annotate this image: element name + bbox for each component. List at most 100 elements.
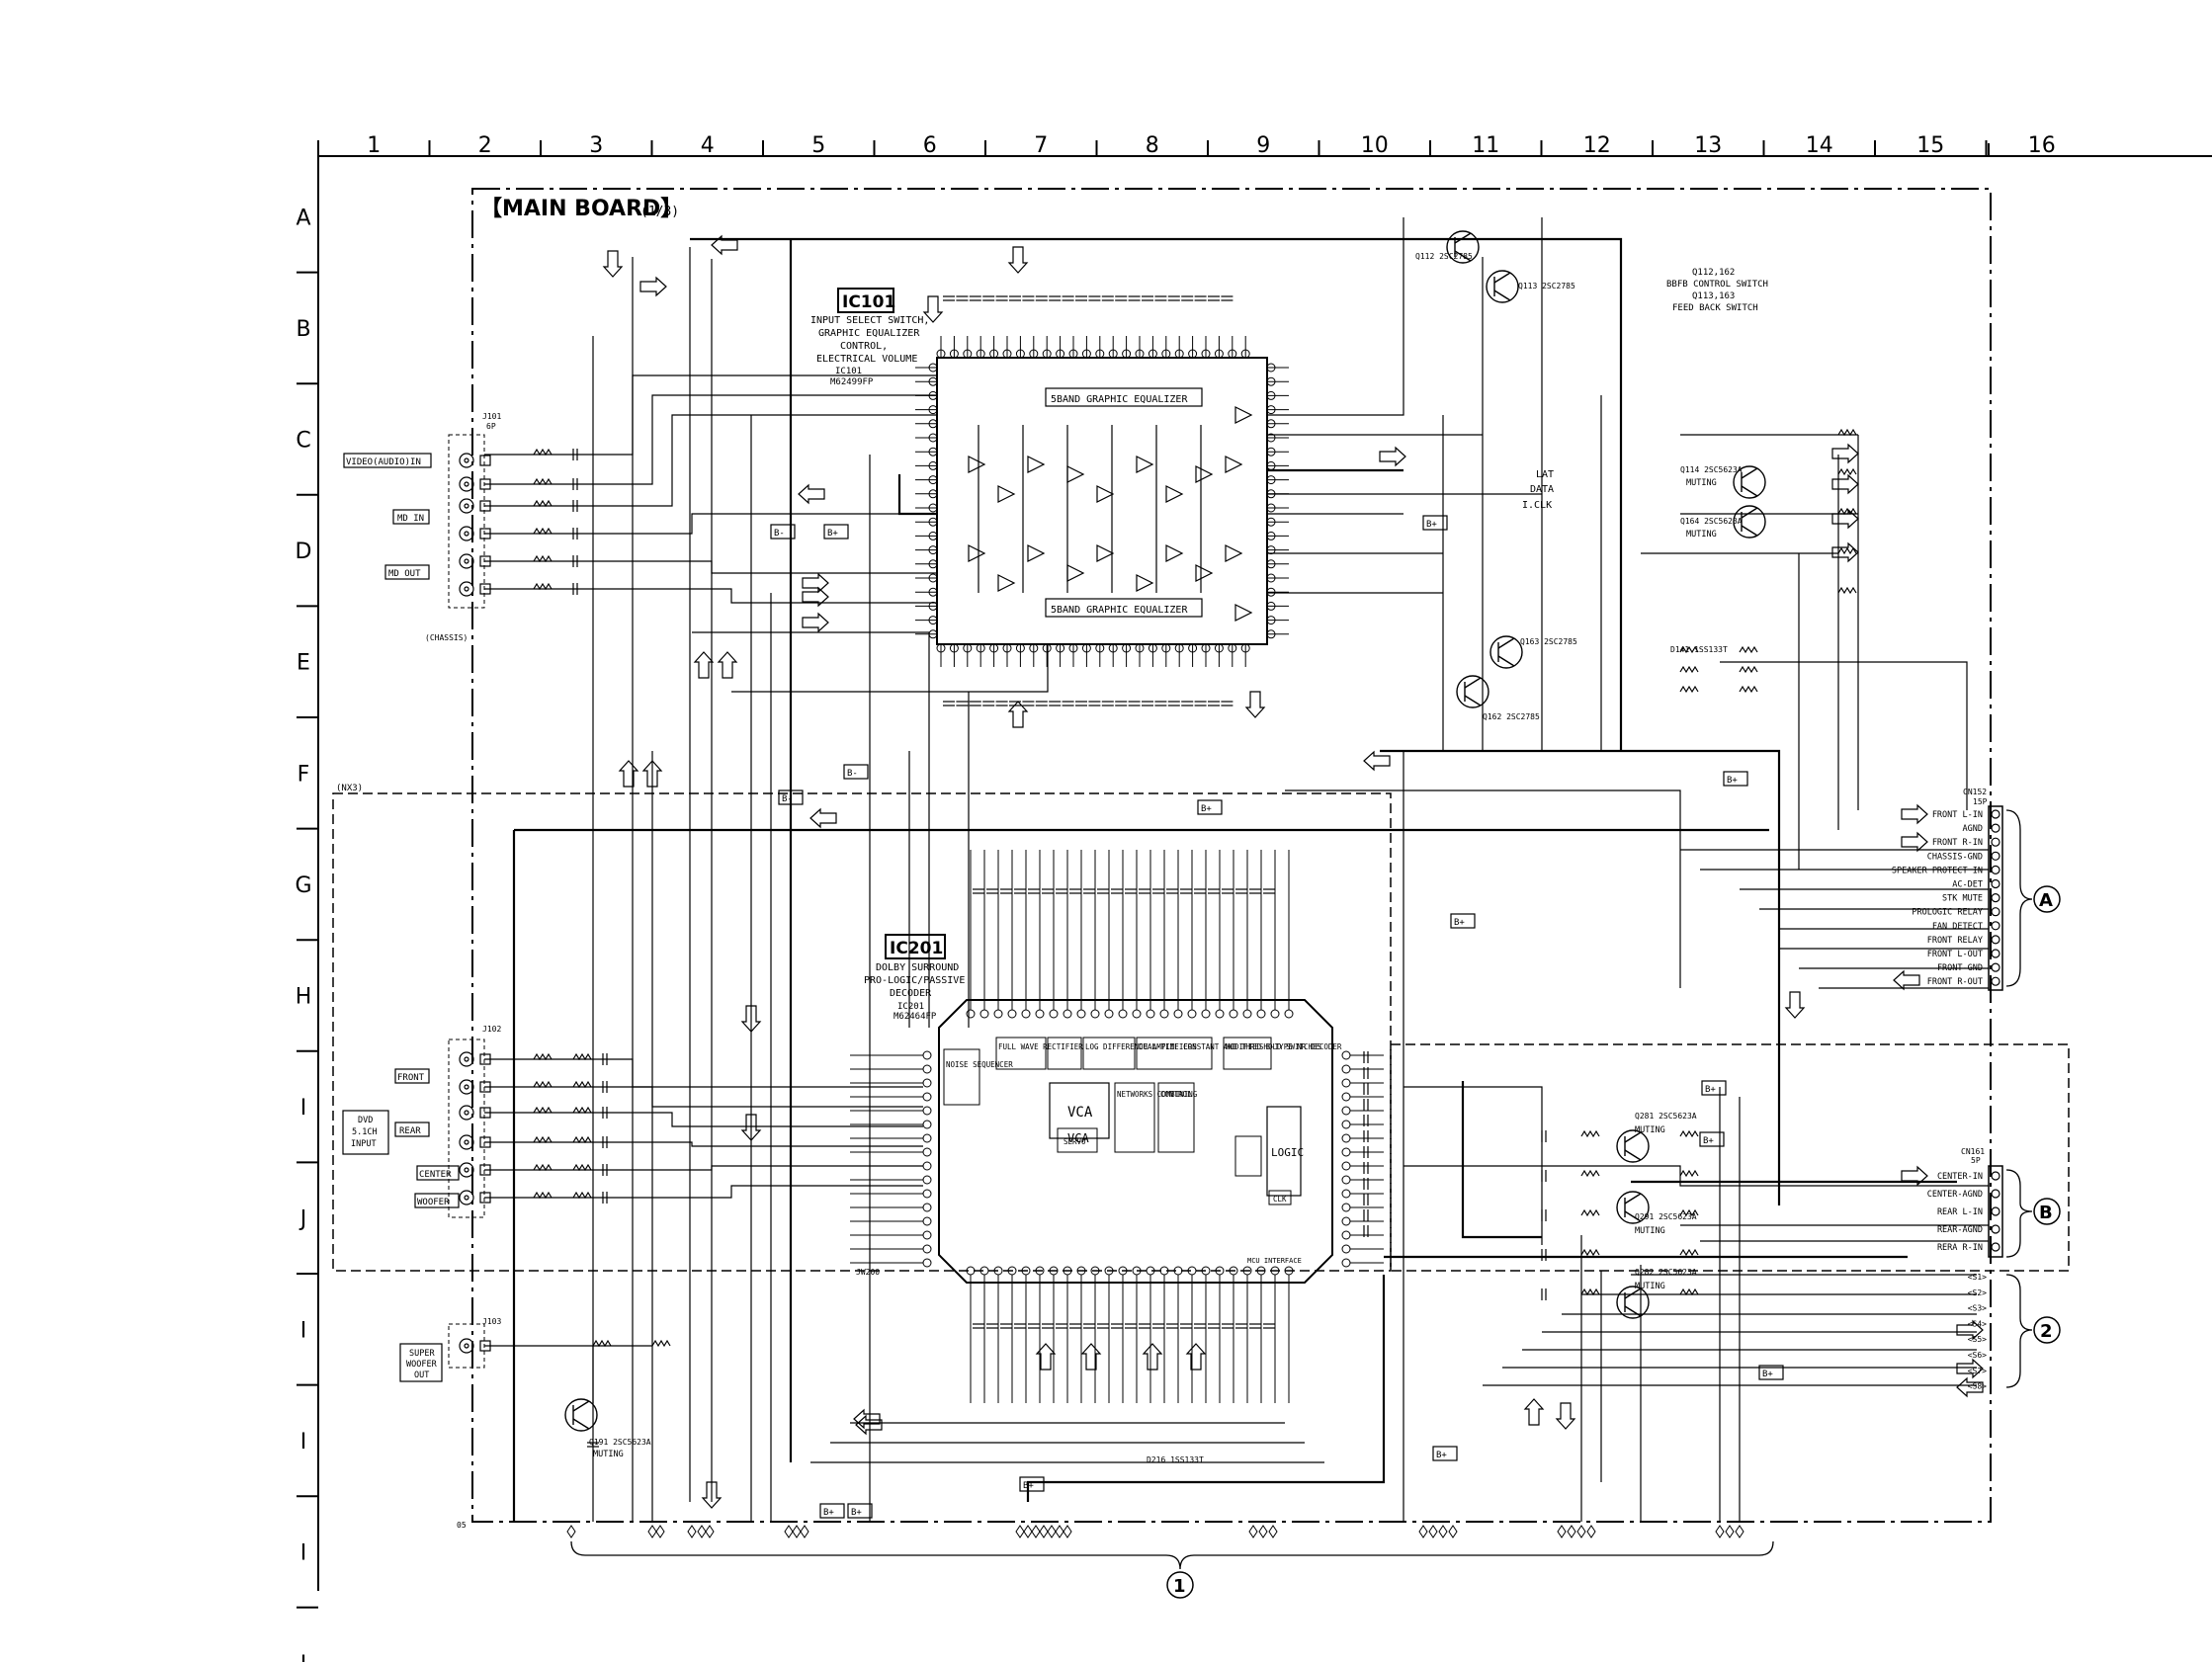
- cn161-body: [1988, 1165, 2003, 1258]
- ic201-pin-pad: [922, 1244, 932, 1254]
- svg-text:MODIFIED B-TYPE NR DECODER: MODIFIED B-TYPE NR DECODER: [1226, 1042, 1342, 1051]
- transistor: [1733, 465, 1766, 499]
- ic101-pin-pad: [1122, 349, 1132, 359]
- ic101-pin-pad: [928, 405, 938, 415]
- transistor: [1616, 1191, 1650, 1224]
- ic201-pin-pad: [1159, 1009, 1169, 1019]
- cn152-pin: [1991, 962, 2000, 972]
- ic101-pin-pad: [989, 643, 999, 653]
- bottom-terminal: [655, 1525, 665, 1538]
- ic101-opamp: [997, 485, 1016, 503]
- ic201-pin-pad: [1284, 1009, 1294, 1019]
- transistor-collector: [1493, 272, 1511, 284]
- col-label: 15: [1916, 133, 1944, 158]
- svg-text:DATA: DATA: [1530, 484, 1554, 495]
- ic101-pin-pad: [1266, 419, 1276, 429]
- ic101-pin-pad: [928, 616, 938, 625]
- ic101-opamp: [1225, 544, 1243, 562]
- bottom-terminal: [1418, 1525, 1428, 1538]
- cn152-pin: [1991, 837, 2000, 847]
- j101-dashed: [448, 434, 485, 609]
- row-label: H: [296, 985, 312, 1010]
- wire: [484, 1185, 923, 1199]
- bottom-terminal: [1258, 1525, 1268, 1538]
- rca-jack: [459, 453, 474, 468]
- svg-text:Q112 2SC2785: Q112 2SC2785: [1415, 252, 1473, 261]
- col-label: 12: [1583, 133, 1611, 158]
- ic101-pin-pad: [928, 587, 938, 597]
- signal-arrow: [853, 1408, 881, 1430]
- row-label: J: [298, 1207, 307, 1232]
- rca-jack-center: [464, 503, 469, 509]
- cn152-body: [1988, 805, 2003, 991]
- ic201-pin-pad: [1132, 1009, 1142, 1019]
- signal-arrow: [1007, 246, 1029, 274]
- transistor-collector: [1624, 1193, 1642, 1205]
- signal-arrow: [1831, 508, 1859, 530]
- ic201-pin-pad: [1104, 1009, 1114, 1019]
- cn161-pin-label: REAR L-IN: [1937, 1207, 1983, 1217]
- rca-jack-center: [464, 1139, 469, 1145]
- b-tag-label: B-: [782, 794, 793, 804]
- transistor-collector: [1741, 507, 1758, 519]
- ic201-pin-pad: [922, 1050, 932, 1060]
- ic101-pin-pad: [1135, 643, 1145, 653]
- bottom-terminal: [697, 1525, 707, 1538]
- cn152-pin: [1991, 878, 2000, 889]
- rca-jack: [459, 1079, 474, 1095]
- wire: [553, 588, 937, 604]
- b-tag: [1197, 799, 1223, 815]
- svg-text:DECODER: DECODER: [890, 988, 932, 999]
- cn152-pin: [1991, 907, 2000, 917]
- signal-arrow: [740, 1005, 762, 1033]
- ic101-pin-pad: [1161, 643, 1171, 653]
- ic201-pin-pad: [966, 1009, 976, 1019]
- ic201-pin-pad: [1341, 1064, 1351, 1074]
- ic201-pin-pad: [1063, 1009, 1072, 1019]
- svg-text:OUT: OUT: [414, 1371, 429, 1380]
- transistor-emitter: [1497, 655, 1515, 667]
- resistor: [1739, 665, 1758, 674]
- cn161-pin-label: CENTER-IN: [1937, 1172, 1983, 1182]
- resistor: [533, 1163, 553, 1172]
- d141-label: D141 1SS133T: [1670, 645, 1728, 654]
- resistor: [1679, 665, 1699, 674]
- ic201-body: [938, 999, 1333, 1284]
- resistor: [533, 448, 553, 457]
- ic101-opamp: [1165, 485, 1184, 503]
- md-out-label: MD OUT: [388, 569, 421, 579]
- ic201-pin-pad: [1341, 1203, 1351, 1212]
- col-label: 13: [1694, 133, 1722, 158]
- signal-arrow: [1956, 1319, 1984, 1341]
- woofer-label: WOOFER: [417, 1198, 450, 1207]
- ic201-ref-box: [885, 934, 946, 959]
- ic101-pin-pad: [1081, 349, 1091, 359]
- cn161-pin-label: RERA R-IN: [1937, 1243, 1983, 1253]
- ic101-pin-pad: [1042, 643, 1052, 653]
- cn161-pin-label: REAR-AGND: [1937, 1225, 1983, 1235]
- s-bus-brace: [2005, 1274, 2033, 1388]
- signal-arrow: [1893, 969, 1920, 991]
- jack-tag: [479, 583, 491, 595]
- resistor: [533, 1135, 553, 1144]
- ic101-opamp: [1027, 456, 1046, 473]
- connector-1-brace: [570, 1540, 1774, 1570]
- rca-jack-center: [464, 1343, 469, 1349]
- signal-arrow: [855, 1414, 883, 1436]
- ic101-pin-pad: [1266, 601, 1276, 611]
- svg-text:DVD: DVD: [358, 1116, 373, 1125]
- rca-jack: [459, 1105, 474, 1121]
- signal-arrow: [1363, 750, 1391, 772]
- signal-arrow: [1185, 1343, 1207, 1371]
- bottom-terminal: [1023, 1525, 1033, 1538]
- svg-text:Q282 2SC5623A: Q282 2SC5623A: [1635, 1268, 1697, 1277]
- resistor: [533, 527, 553, 536]
- signal-arrow: [1244, 691, 1266, 718]
- ic101-pin-pad: [936, 349, 946, 359]
- svg-text:Q163 2SC2785: Q163 2SC2785: [1520, 637, 1577, 646]
- b-tag: [1723, 771, 1748, 787]
- rca-jack: [459, 1134, 474, 1150]
- row-label: C: [296, 429, 310, 454]
- jack-tag: [479, 1053, 491, 1065]
- svg-text:LAT: LAT: [1536, 469, 1554, 480]
